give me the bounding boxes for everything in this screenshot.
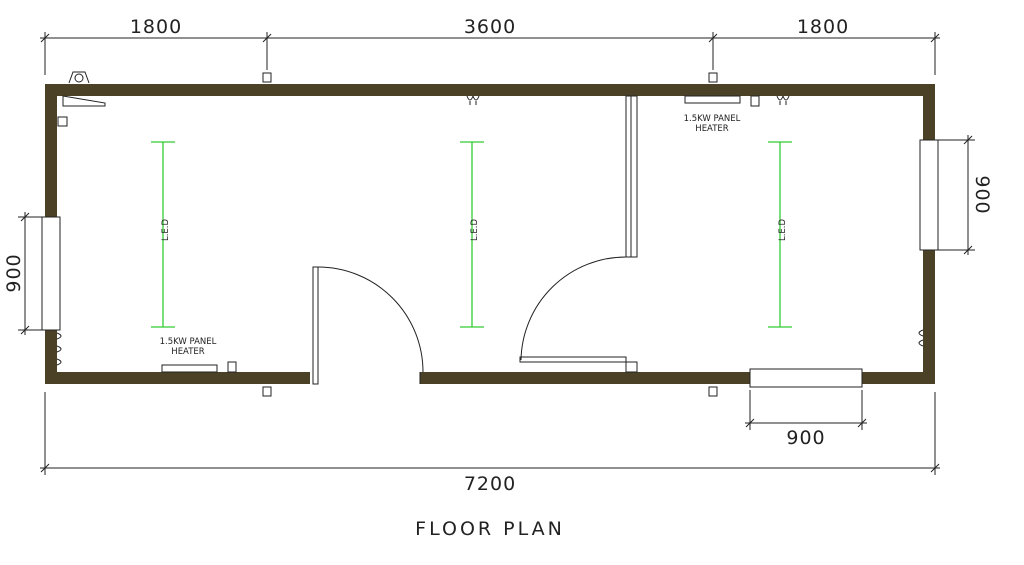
heater-left-label-1: 1.5KW PANEL [160, 337, 217, 347]
led-label-3: L.E.D [778, 219, 788, 242]
window-bottom [749, 368, 863, 388]
dim-top-left: 1800 [130, 16, 182, 38]
heater-right [684, 95, 741, 104]
partition-wall [625, 95, 638, 373]
electrical-fixtures [56, 71, 924, 397]
window-left [41, 216, 61, 331]
heater-right-label-2: HEATER [695, 124, 728, 134]
heater-left [161, 364, 218, 373]
dim-top-right: 1800 [797, 16, 849, 38]
bottom-window-dimension [745, 390, 867, 430]
led-lights [151, 141, 792, 328]
dim-overall: 7200 [464, 473, 516, 495]
led-label-2: L.E.D [470, 219, 480, 242]
window-right [919, 139, 939, 251]
overall-dimension-line [40, 392, 940, 475]
left-window-dimension [18, 212, 45, 335]
dim-bottom-window: 900 [786, 427, 825, 449]
plan-title: FLOOR PLAN [415, 518, 565, 540]
heater-left-label-2: HEATER [171, 347, 204, 357]
heater-right-label-1: 1.5KW PANEL [684, 114, 741, 124]
entrance-door [312, 266, 424, 385]
interior-door [519, 256, 627, 363]
top-dimension-line [40, 32, 940, 75]
led-label-1: L.E.D [161, 219, 171, 242]
dim-top-middle: 3600 [464, 16, 516, 38]
right-window-dimension [938, 135, 975, 255]
dim-left-window: 900 [3, 253, 25, 292]
dim-right-window: 900 [971, 175, 993, 214]
